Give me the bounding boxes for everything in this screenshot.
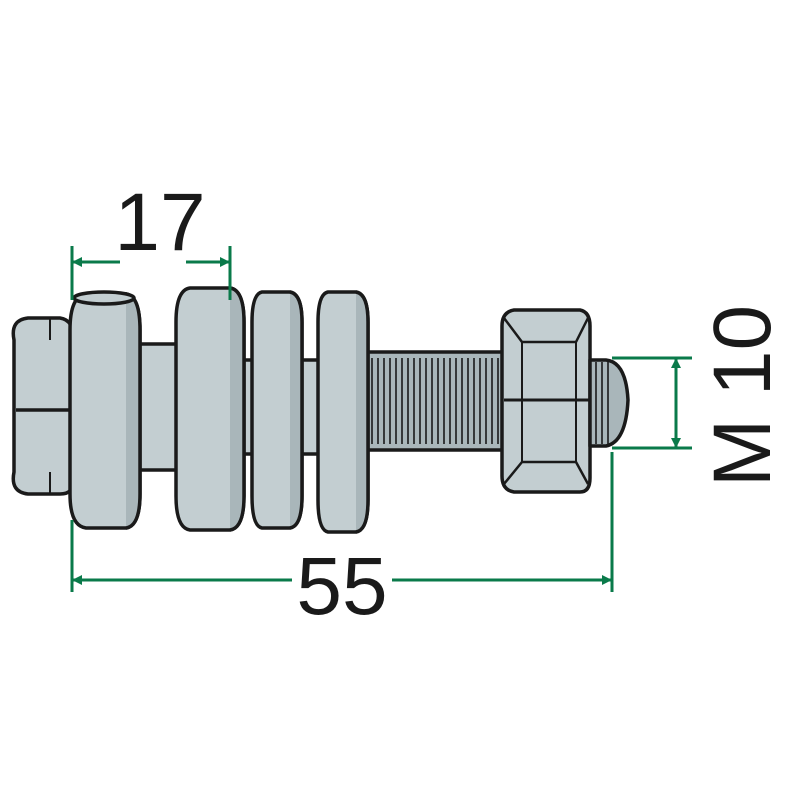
dim-55-label: 55	[296, 541, 387, 632]
thread-end	[588, 358, 630, 448]
washer-medium-1	[250, 290, 304, 530]
washer-large-1	[68, 290, 142, 530]
dimension-lines	[70, 246, 692, 592]
threaded-shank	[350, 350, 514, 452]
washer-medium-2	[316, 290, 370, 534]
washer-large-2	[174, 286, 246, 532]
bolt-parts	[11, 286, 630, 534]
dim-m10-label: M 10	[697, 305, 788, 487]
dim-17-label: 17	[114, 177, 205, 268]
bolt-head	[11, 316, 76, 496]
hex-nut	[500, 308, 592, 494]
